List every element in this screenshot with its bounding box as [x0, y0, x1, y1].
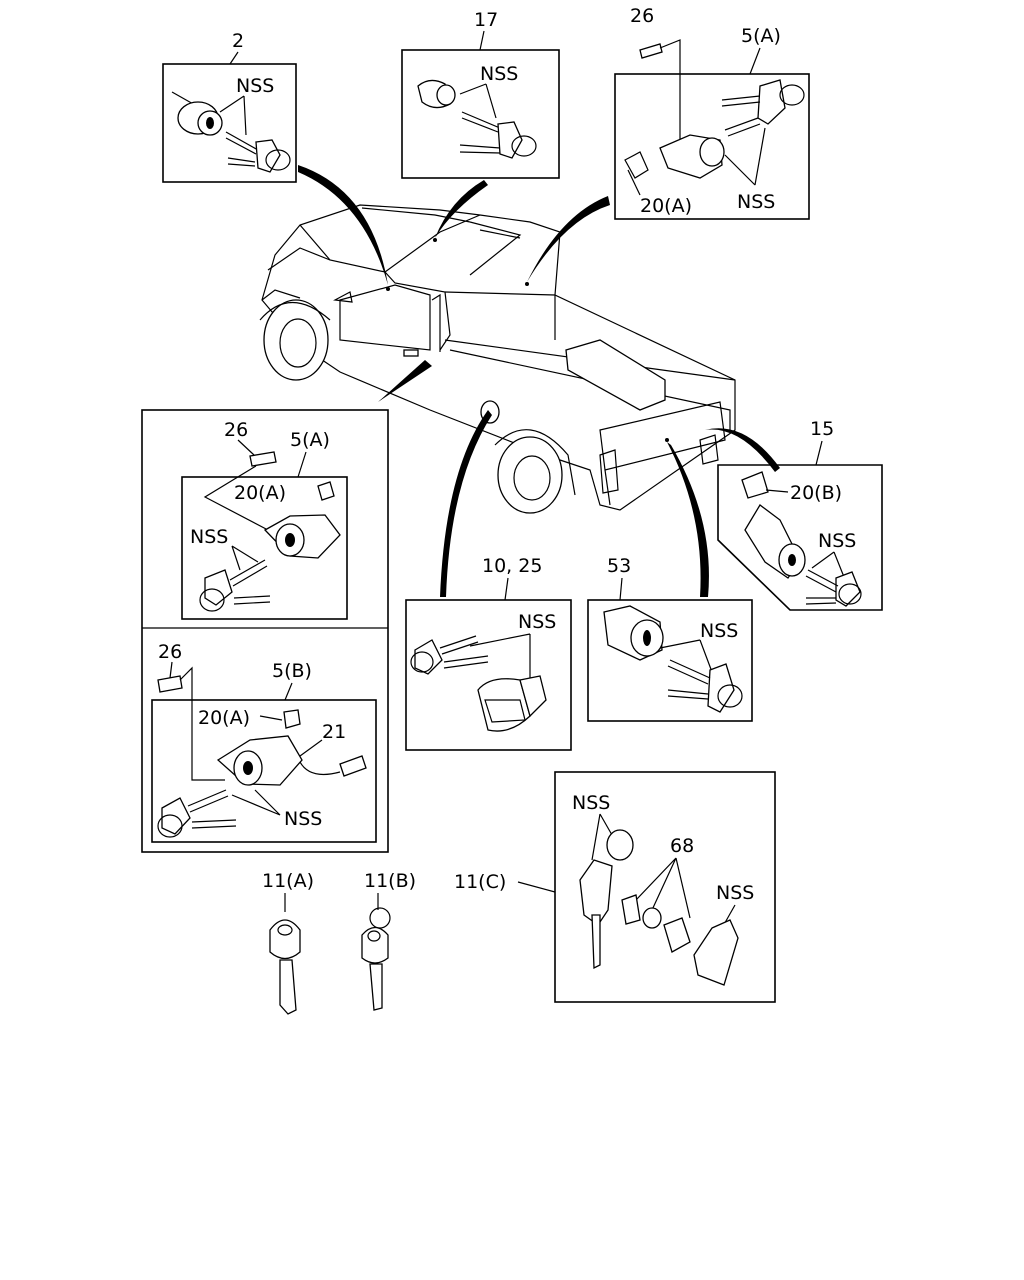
callout-68: 68	[670, 835, 694, 857]
callout-20b: 20(B)	[790, 482, 842, 504]
callout-11a: 11(A)	[262, 870, 314, 892]
callout-15: 15	[810, 418, 834, 440]
nss-label: NSS	[480, 63, 518, 85]
nss-label: NSS	[284, 808, 322, 830]
callout-11c: 11(C)	[454, 871, 506, 893]
panel-part-15: 15 20(B) NSS	[717, 418, 883, 611]
callout-10-25: 10, 25	[482, 555, 542, 577]
callout-5a-left: 5(A)	[290, 429, 330, 451]
nss-label: NSS	[572, 792, 610, 814]
nss-label: NSS	[737, 191, 775, 213]
callout-26-left-lower: 26	[158, 641, 182, 663]
pickup-truck-illustration	[259, 204, 736, 514]
key-11b: 11(B)	[361, 870, 416, 1011]
nss-label: NSS	[716, 882, 754, 904]
panel-part-5a-5b-left: 26 5(A) 20(A) NSS 26 5(B) 20(A) 21	[141, 409, 389, 853]
callout-11b: 11(B)	[364, 870, 416, 892]
callout-5b: 5(B)	[272, 660, 312, 682]
panel-part-10-25: 10, 25 NSS	[405, 555, 572, 751]
callout-2: 2	[232, 30, 244, 52]
key-11a: 11(A)	[262, 870, 314, 1015]
panel-part-2: 2 NSS	[162, 30, 297, 183]
callout-20a-left-lower: 20(A)	[198, 707, 250, 729]
callout-20a-top: 20(A)	[640, 195, 692, 217]
callout-21: 21	[322, 721, 346, 743]
callout-17: 17	[474, 9, 498, 31]
panel-part-17: 17 NSS	[401, 9, 560, 179]
nss-label: NSS	[190, 526, 228, 548]
panel-part-53: 53 NSS	[587, 555, 753, 722]
nss-label: NSS	[236, 75, 274, 97]
panel-part-11c: 11(C) NSS 68 NSS	[454, 771, 776, 1003]
callout-5a-top: 5(A)	[741, 25, 781, 47]
callout-20a-left-upper: 20(A)	[234, 482, 286, 504]
nss-label: NSS	[818, 530, 856, 552]
callout-26-top: 26	[630, 5, 654, 27]
callout-53: 53	[607, 555, 631, 577]
nss-label: NSS	[700, 620, 738, 642]
panel-part-5a-top: 26 5(A) 20(A) NSS	[614, 5, 810, 220]
nss-label: NSS	[518, 611, 556, 633]
leader-wedges	[298, 165, 780, 597]
callout-26-left-upper: 26	[224, 419, 248, 441]
